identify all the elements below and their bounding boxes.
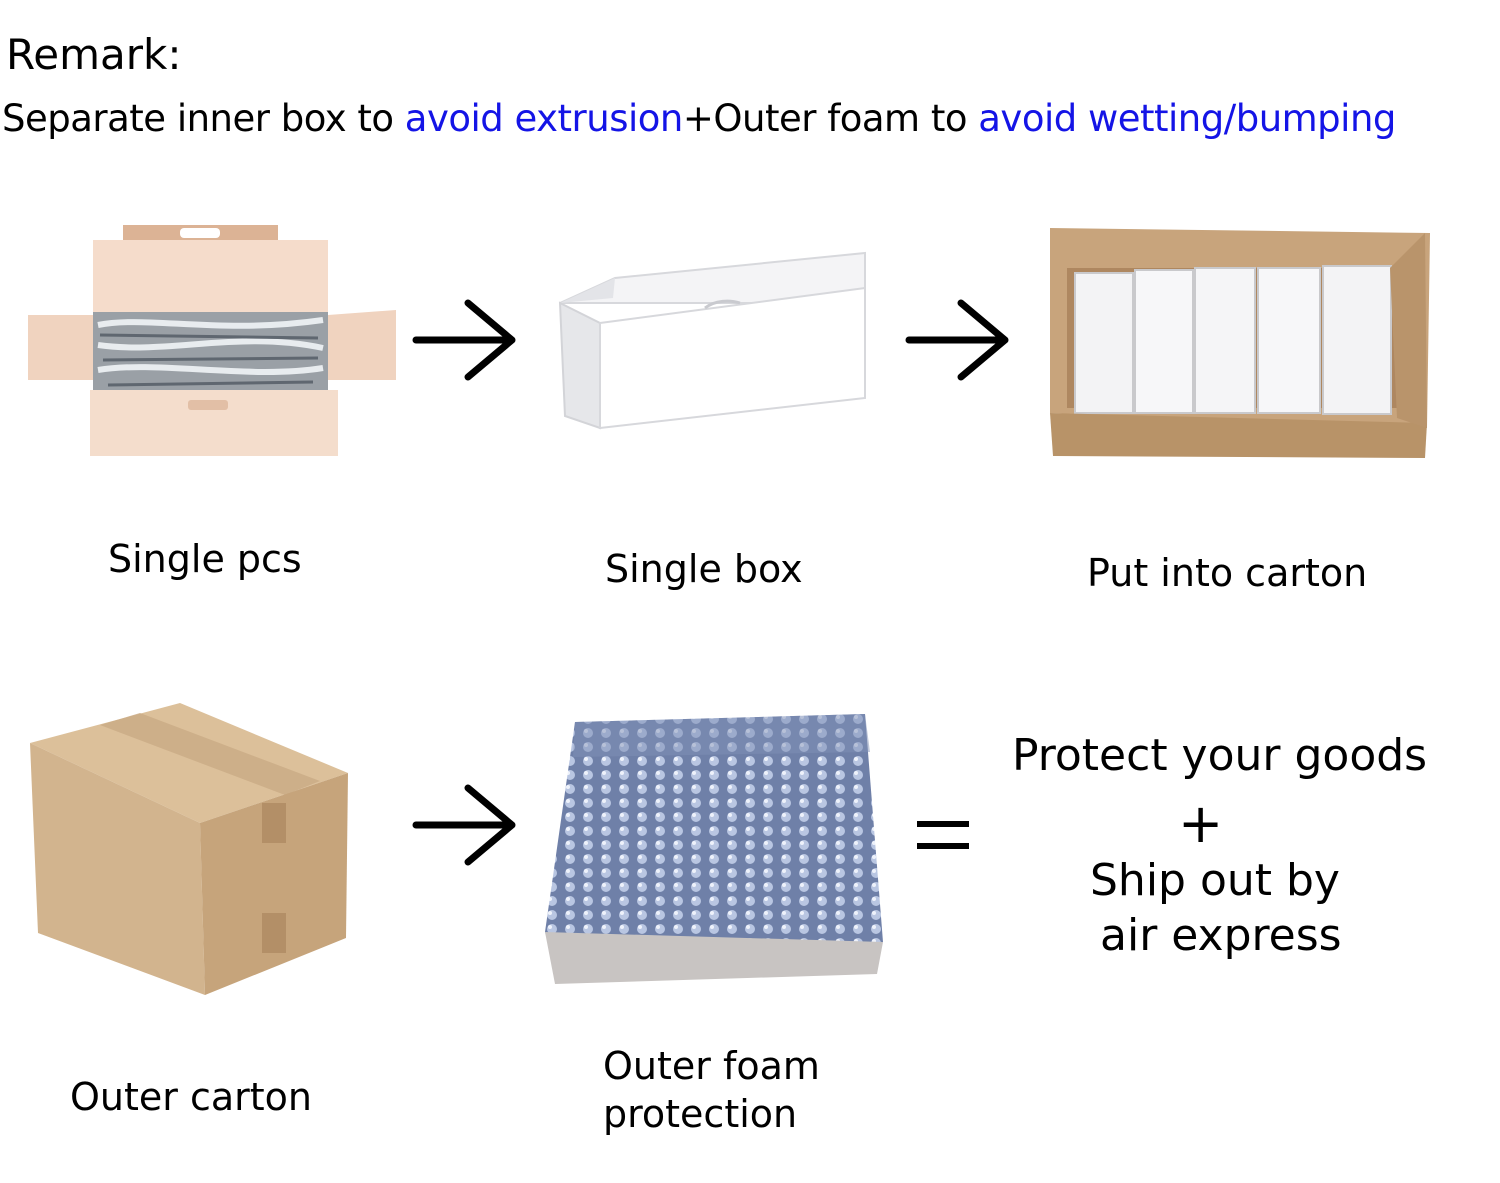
step-label-outer-carton: Outer carton xyxy=(70,1075,313,1119)
outer-carton-image xyxy=(30,703,348,995)
result-protect-goods: Protect your goods xyxy=(1012,730,1428,781)
step-label-put-into-carton: Put into carton xyxy=(1087,551,1368,595)
result-ship-out: Ship out by xyxy=(1090,855,1340,906)
arrow-right-icon xyxy=(905,299,1009,381)
remark-text-2: Outer foam to xyxy=(713,97,979,140)
single-pcs-image xyxy=(28,225,396,456)
step-label-outer-foam-2: protection xyxy=(603,1092,798,1136)
carton-with-boxes-image xyxy=(1050,228,1430,458)
result-air-express: air express xyxy=(1100,910,1342,961)
step-label-outer-foam-1: Outer foam xyxy=(603,1044,820,1088)
bubble-wrap-image xyxy=(545,714,883,984)
result-plus: + xyxy=(1178,792,1224,855)
remark-line: Separate inner box to avoid extrusion+Ou… xyxy=(2,100,1396,137)
single-box-image xyxy=(558,251,866,430)
step-label-single-box: Single box xyxy=(605,547,803,591)
arrow-right-icon xyxy=(412,784,516,866)
step-label-single-pcs: Single pcs xyxy=(108,537,302,581)
remark-highlight-wetting: avoid wetting/bumping xyxy=(978,97,1396,140)
equals-icon xyxy=(917,821,969,849)
remark-highlight-extrusion: avoid extrusion xyxy=(404,97,684,140)
arrow-right-icon xyxy=(412,299,516,381)
remark-text-1: Separate inner box to xyxy=(2,97,405,140)
remark-plus: + xyxy=(682,97,714,140)
remark-title: Remark: xyxy=(6,30,182,79)
